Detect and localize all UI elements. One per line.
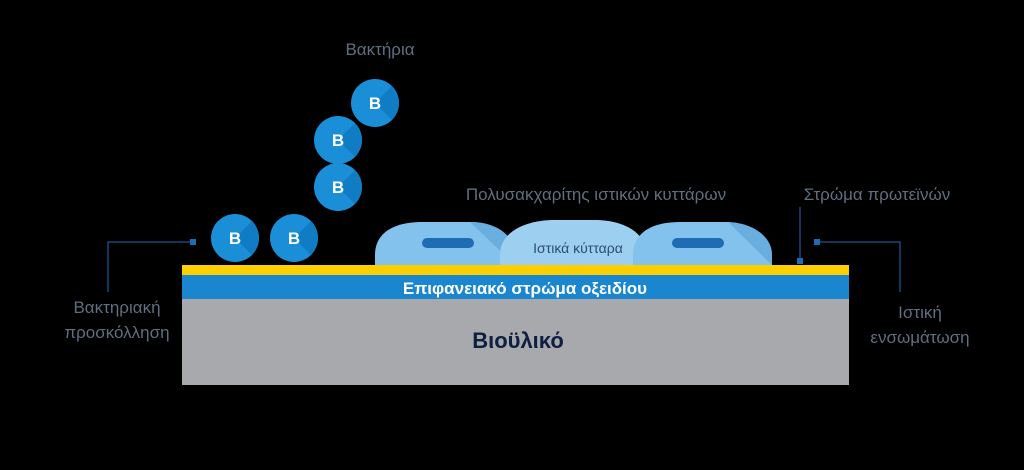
bacterium-letter: B: [229, 229, 241, 248]
cell-nucleus: [672, 238, 724, 248]
protein-layer-marker: [797, 258, 803, 264]
tissue-cell-left: [375, 222, 515, 265]
label-tissue-integration-line2: ενσωμάτωση: [870, 328, 969, 347]
bacterium-letter: B: [332, 178, 344, 197]
protein-layer: [182, 265, 849, 275]
bacterium-letter: B: [288, 229, 300, 248]
label-biomaterial: Βιοϋλικό: [472, 328, 564, 353]
bacterium-letter: B: [369, 94, 381, 113]
bacterium: B: [314, 116, 362, 164]
tissue-integration-marker: [814, 239, 820, 245]
label-tissue-cells: Ιστικά κύτταρα: [533, 240, 623, 256]
label-tissue-integration-line1: Ιστική: [898, 303, 942, 322]
bacterium-letter: B: [332, 131, 344, 150]
bacterial-adhesion-marker: [190, 239, 196, 245]
bacterial-adhesion-connector: [107, 241, 193, 292]
tissue-cell-right: [633, 222, 772, 265]
tissue-integration-connector: [817, 241, 901, 292]
bacterium: B: [314, 163, 362, 211]
oxide-layer: [182, 275, 849, 299]
label-oxide-layer: Επιφανειακό στρώμα οξειδίου: [403, 279, 647, 298]
biomaterial-layer: [182, 299, 849, 385]
label-bacteria: Βακτήρια: [345, 40, 414, 59]
label-bacterial-adhesion-line1: Βακτηριακή: [73, 298, 160, 317]
tissue-cell-middle: [500, 220, 647, 265]
label-bacterial-adhesion-line2: προσκόλληση: [64, 323, 169, 342]
label-polysaccharides: Πολυσακχαρίτης ιστικών κυττάρων: [466, 185, 726, 204]
bacterium: B: [211, 214, 259, 262]
bacterium: B: [351, 79, 399, 127]
cell-nucleus: [422, 238, 474, 248]
label-protein-layer: Στρώμα πρωτεϊνών: [804, 185, 950, 204]
bacterium: B: [270, 214, 318, 262]
